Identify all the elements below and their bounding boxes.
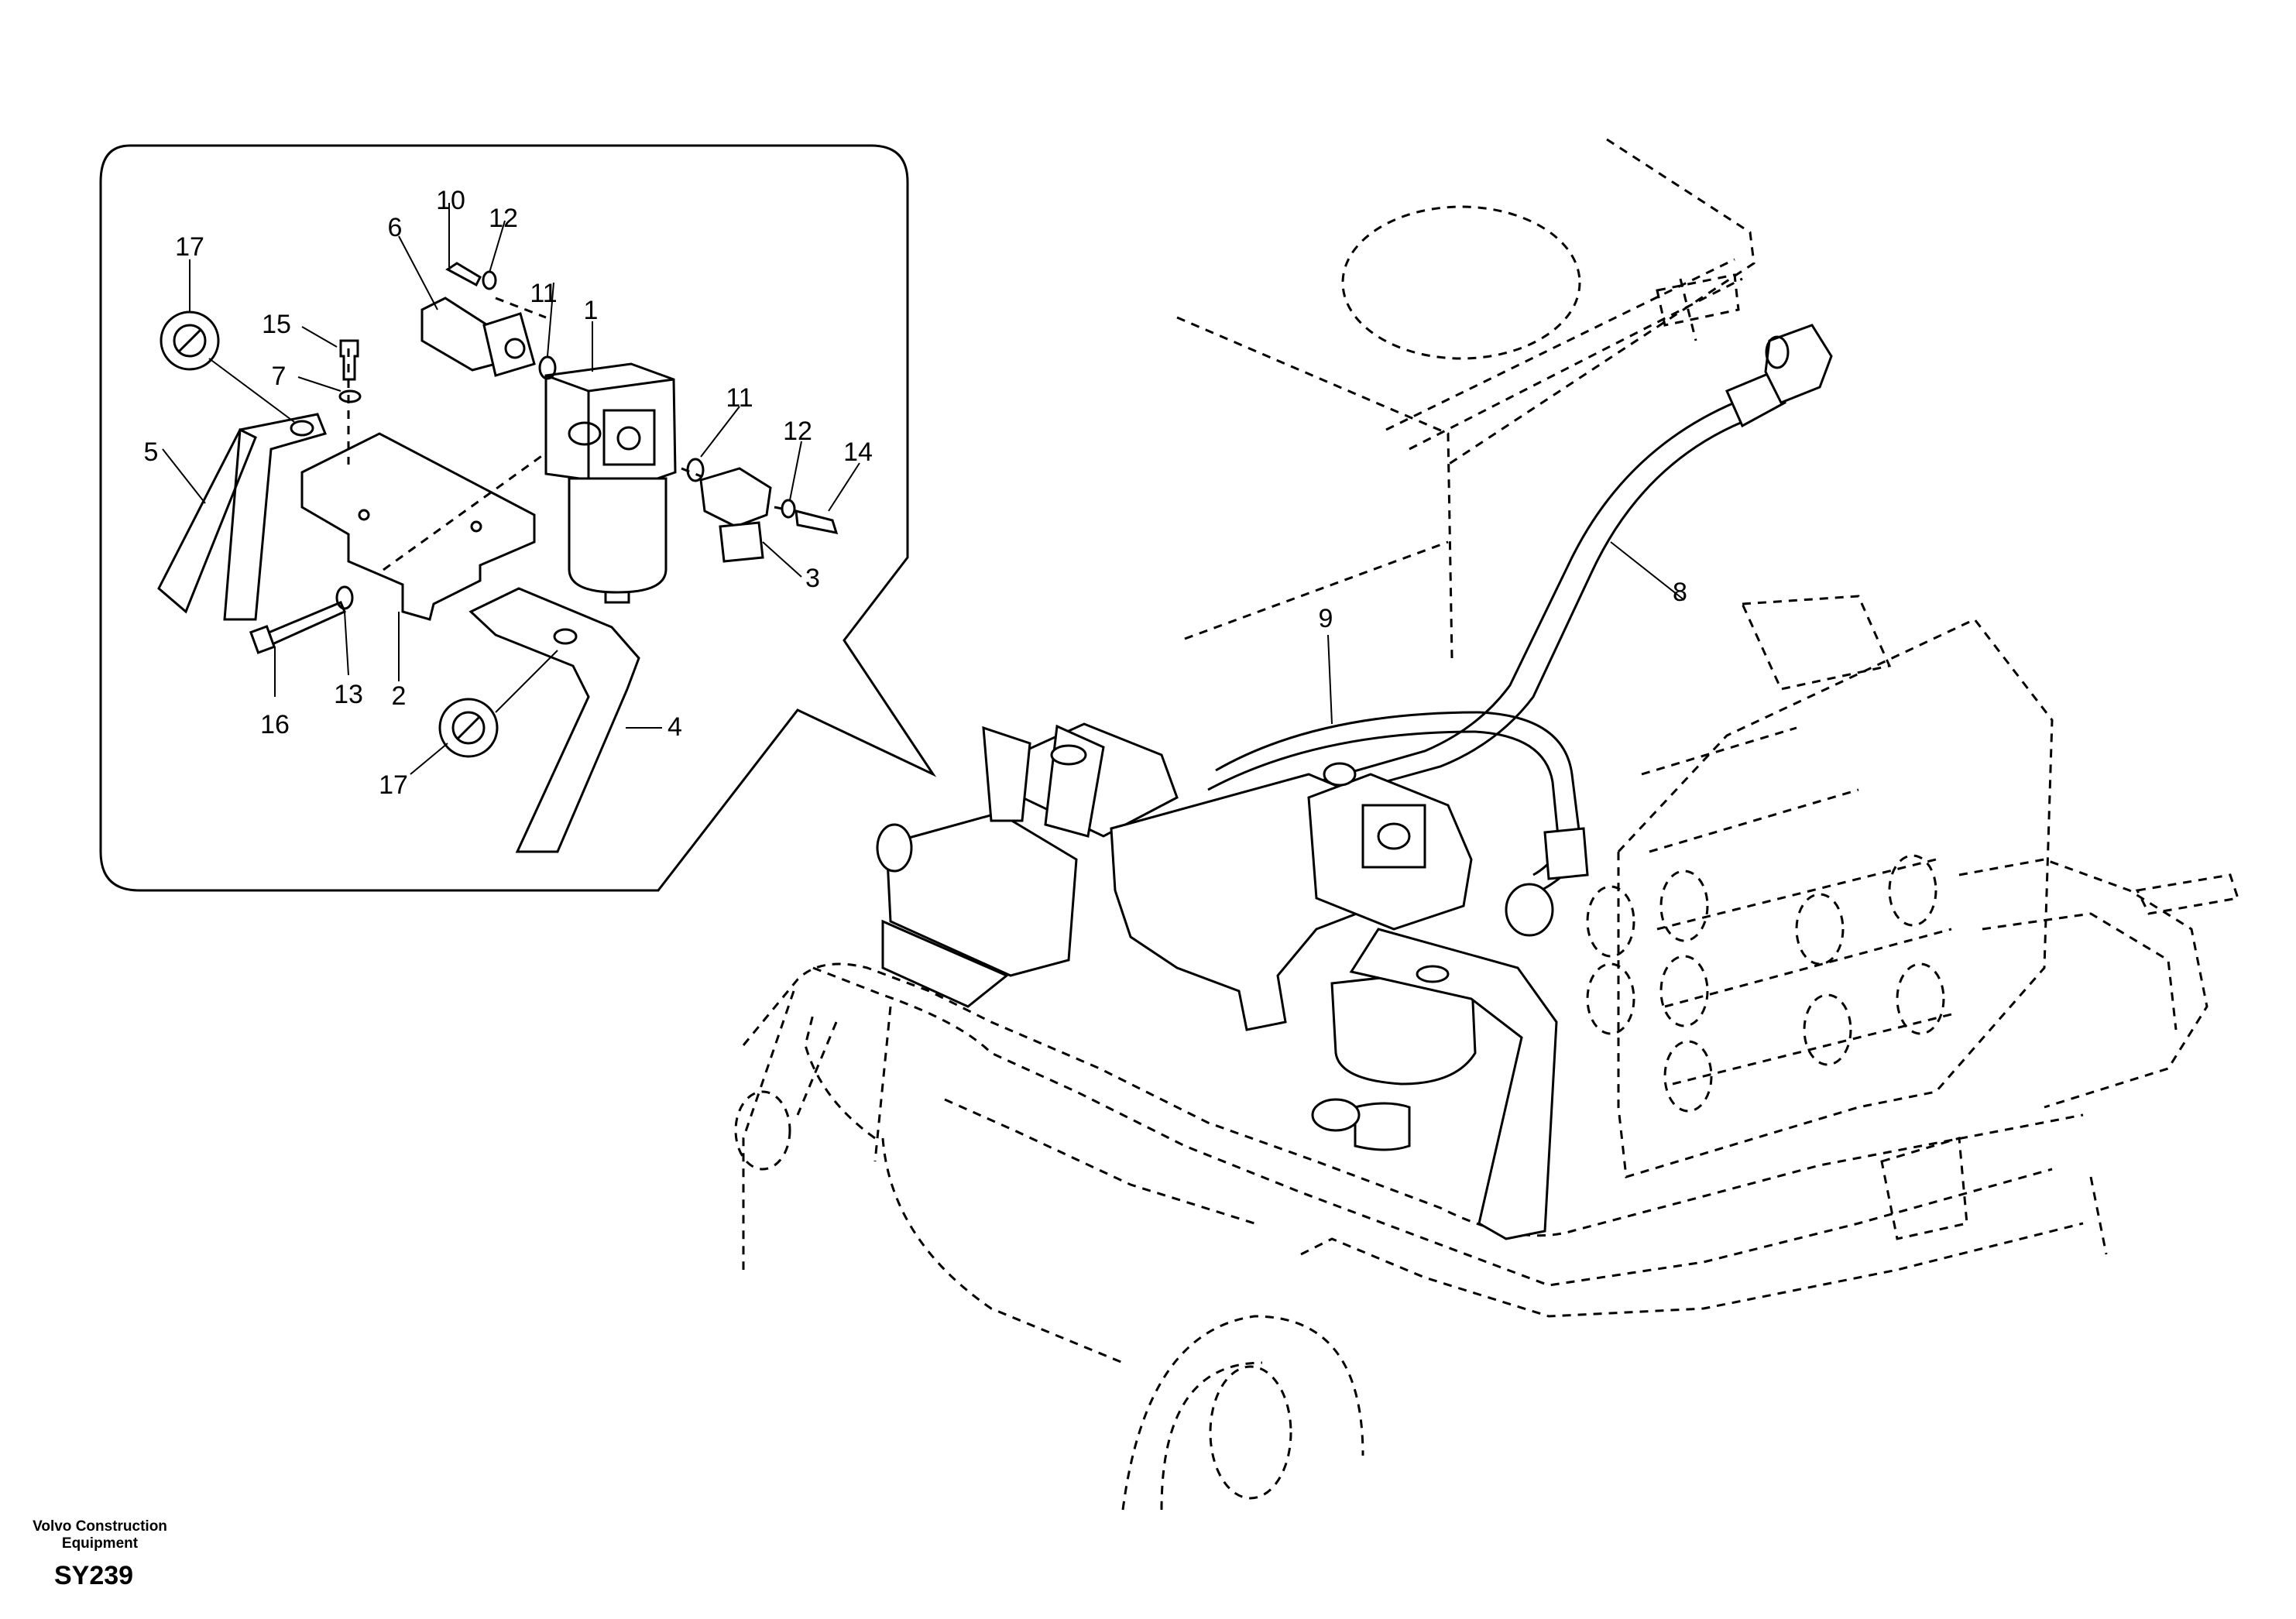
callout-labels: 1 2 3 4 5 6 7 8 9 10 11 11 12 12 13 14 1… xyxy=(144,186,1687,800)
control-valve-dashed xyxy=(1586,595,2239,1255)
callout-8: 8 xyxy=(1673,578,1687,607)
filter-assembly xyxy=(544,362,677,604)
detail-bubble-outline xyxy=(99,144,937,892)
callout-12-right: 12 xyxy=(783,417,812,446)
washer-12-top xyxy=(482,270,497,290)
callout-13: 13 xyxy=(334,680,363,709)
hose-8 xyxy=(1316,324,1833,799)
callout-14: 14 xyxy=(843,437,873,467)
washer-12-right xyxy=(781,499,796,519)
callout-3: 3 xyxy=(805,564,820,593)
machine-housing-dashed xyxy=(734,138,2084,1511)
manufacturer-name: Volvo Construction Equipment xyxy=(11,1518,189,1552)
callout-12-top: 12 xyxy=(489,204,518,233)
bolt-14 xyxy=(795,509,839,534)
bracket-2 xyxy=(300,432,536,621)
bolt-16-head xyxy=(249,625,276,654)
callout-6: 6 xyxy=(388,213,403,242)
washer-13 xyxy=(335,585,354,610)
callout-11-top: 11 xyxy=(530,279,557,308)
callout-1: 1 xyxy=(584,296,599,325)
bracket-5 xyxy=(157,413,328,621)
leader-lines-main xyxy=(1327,541,1685,725)
washer-7 xyxy=(338,389,362,403)
callout-2: 2 xyxy=(392,681,407,711)
bolt-10 xyxy=(445,262,482,287)
callout-17-bottom: 17 xyxy=(379,770,408,800)
callout-4: 4 xyxy=(668,712,682,742)
callout-7: 7 xyxy=(272,362,287,391)
bolt-15 xyxy=(339,339,359,381)
drawing-code: SY239 xyxy=(54,1561,134,1590)
hose-9 xyxy=(1207,711,1589,937)
manufacturer-line-2: Equipment xyxy=(61,1535,139,1552)
callout-10: 10 xyxy=(436,186,465,215)
callout-17-top: 17 xyxy=(175,232,204,262)
leader-lines-detail xyxy=(162,203,860,775)
callout-5: 5 xyxy=(144,437,159,467)
filter-assembly-installed xyxy=(876,722,1558,1240)
manufacturer-line-1: Volvo Construction xyxy=(33,1518,167,1535)
callout-9: 9 xyxy=(1319,604,1333,633)
caution-decal-17-top xyxy=(160,310,220,371)
caution-decal-17-bottom xyxy=(438,698,499,758)
elbow-fitting-6 xyxy=(420,297,536,377)
bracket-4 xyxy=(468,587,640,853)
oring-11-right xyxy=(686,458,705,482)
elbow-fitting-3 xyxy=(699,467,772,563)
callout-11-right: 11 xyxy=(726,383,753,413)
callout-16: 16 xyxy=(260,710,290,739)
callout-15: 15 xyxy=(262,310,291,339)
oring-11-top xyxy=(538,355,557,380)
